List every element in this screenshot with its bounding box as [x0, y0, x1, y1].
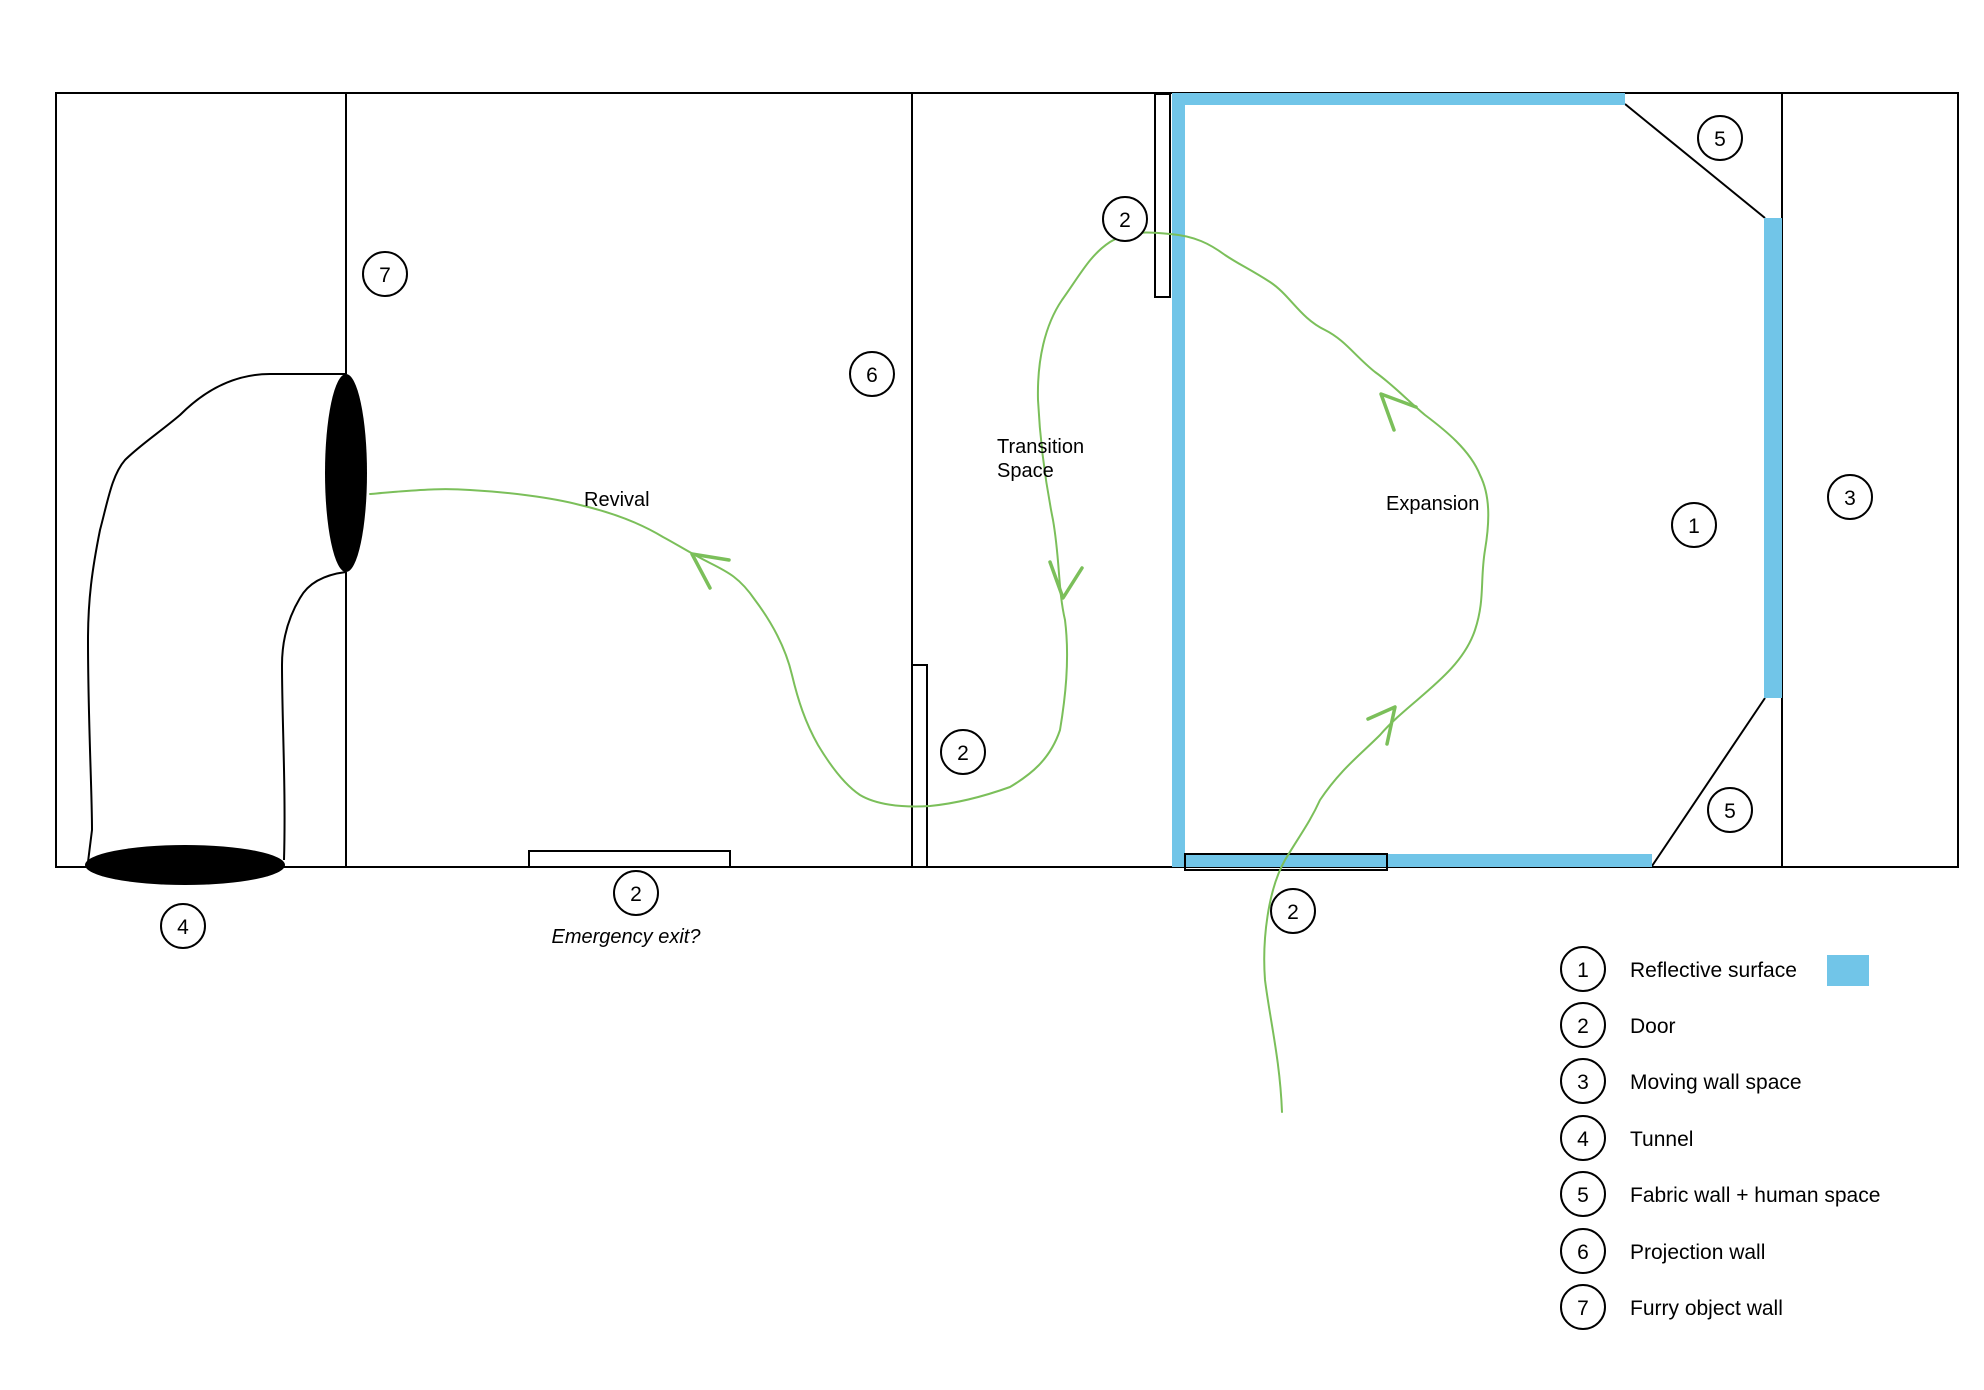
svg-text:7: 7 [1577, 1297, 1589, 1320]
reflective-surface-left [1172, 93, 1185, 867]
svg-text:6: 6 [1577, 1241, 1589, 1264]
svg-text:6: 6 [866, 364, 878, 387]
outer-wall [55, 92, 1959, 868]
svg-text:2: 2 [630, 883, 642, 906]
svg-text:Furry object wall: Furry object wall [1630, 1297, 1783, 1320]
marker-5-top: 5 [1697, 115, 1743, 161]
door-emergency-exit[interactable] [528, 850, 731, 868]
marker-2-mid: 2 [940, 729, 986, 775]
legend-item-6: 6 Projection wall [1560, 1228, 1765, 1274]
door-mid[interactable] [911, 664, 928, 868]
svg-text:1: 1 [1688, 515, 1700, 538]
door-top[interactable] [1154, 93, 1171, 298]
svg-text:Door: Door [1630, 1015, 1676, 1038]
marker-1: 1 [1671, 502, 1717, 548]
legend-item-3: 3 Moving wall space [1560, 1058, 1802, 1104]
path-arrow-expansion-upper [1379, 392, 1418, 432]
visitor-path [369, 231, 1490, 1113]
tunnel-inner [280, 571, 347, 861]
tunnel-opening-wall [325, 374, 367, 572]
svg-text:Projection wall: Projection wall [1630, 1241, 1765, 1264]
legend-item-2: 2 Door [1560, 1002, 1676, 1048]
svg-text:Reflective surface: Reflective surface [1630, 959, 1797, 982]
svg-text:4: 4 [177, 916, 189, 939]
legend-swatch-reflective [1827, 955, 1869, 986]
marker-3: 3 [1827, 474, 1873, 520]
svg-text:2: 2 [957, 742, 969, 765]
reflective-surface-bottom [1172, 854, 1652, 867]
tunnel-outline [86, 373, 346, 863]
room-label-expansion: Expansion [1386, 493, 1479, 515]
path-arrow-transition [1048, 560, 1084, 600]
svg-text:Moving wall space: Moving wall space [1630, 1071, 1802, 1094]
reflective-surface-right [1764, 218, 1782, 698]
legend-item-4: 4 Tunnel [1560, 1115, 1693, 1161]
legend-item-7: 7 Furry object wall [1560, 1284, 1783, 1330]
svg-text:3: 3 [1844, 487, 1856, 510]
svg-text:3: 3 [1577, 1071, 1589, 1094]
marker-7: 7 [362, 251, 408, 297]
marker-2-emergency: 2 [613, 870, 659, 916]
svg-text:2: 2 [1577, 1015, 1589, 1038]
legend-item-1: 1 Reflective surface [1560, 946, 1869, 992]
marker-4: 4 [160, 903, 206, 949]
room-label-transition-line2: Space [997, 460, 1054, 482]
legend: 1 Reflective surface 2 Door 3 Moving wal… [1560, 946, 1880, 1330]
fabric-wall-top [1624, 103, 1766, 219]
svg-text:Tunnel: Tunnel [1630, 1128, 1693, 1151]
svg-text:4: 4 [1577, 1128, 1589, 1151]
svg-text:5: 5 [1577, 1184, 1589, 1207]
fabric-wall-bottom [1651, 697, 1766, 867]
marker-2-entrance: 2 [1270, 888, 1316, 934]
marker-5-bottom: 5 [1707, 787, 1753, 833]
emergency-exit-note: Emergency exit? [552, 926, 702, 948]
svg-text:7: 7 [379, 264, 391, 287]
svg-text:2: 2 [1119, 209, 1131, 232]
path-arrow-expansion-lower [1366, 705, 1397, 746]
svg-text:5: 5 [1714, 128, 1726, 151]
svg-text:5: 5 [1724, 800, 1736, 823]
room-label-revival: Revival [584, 489, 650, 511]
reflective-surface-top [1172, 93, 1625, 105]
tunnel-opening-floor [85, 845, 285, 885]
svg-text:Fabric wall + human space: Fabric wall + human space [1630, 1184, 1880, 1207]
room-label-transition-line1: Transition [997, 436, 1084, 458]
svg-text:2: 2 [1287, 901, 1299, 924]
legend-item-5: 5 Fabric wall + human space [1560, 1171, 1880, 1217]
svg-text:1: 1 [1577, 959, 1589, 982]
marker-6: 6 [849, 351, 895, 397]
marker-2-top: 2 [1102, 196, 1148, 242]
door-entrance[interactable] [1184, 853, 1388, 871]
path-arrow-revival [690, 552, 731, 590]
